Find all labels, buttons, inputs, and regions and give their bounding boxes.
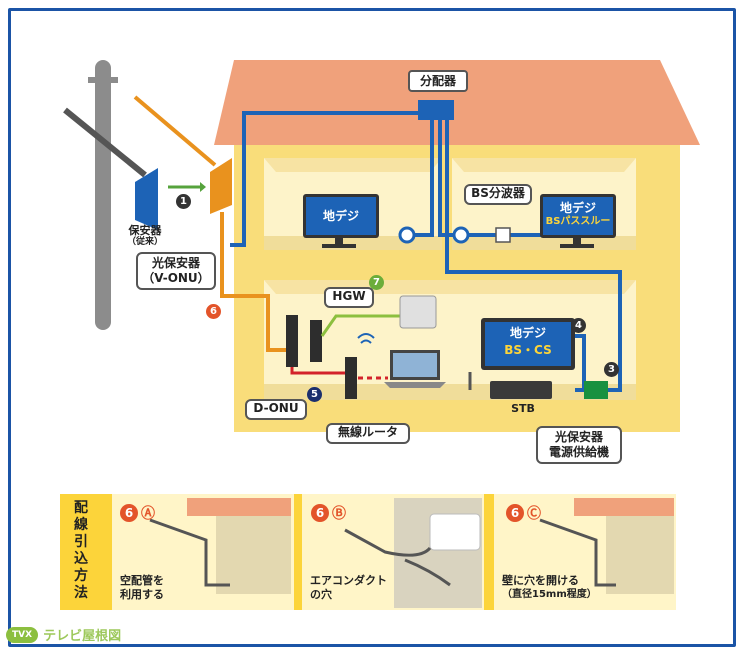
method-c-mark: Ⓒ — [527, 506, 541, 522]
stb-box — [490, 381, 552, 399]
splitter-label: 分配器 — [408, 70, 468, 92]
old-cable — [63, 107, 147, 178]
fiber-drop — [133, 95, 217, 167]
old-protector-sublabel: （従来） — [126, 237, 163, 247]
wall-jack-1 — [398, 226, 416, 244]
coax-main — [230, 111, 418, 247]
coax-to-bs — [438, 120, 498, 237]
tv-3-label-2: BS・CS — [504, 343, 552, 357]
step-4-badge: 4 — [571, 318, 586, 333]
method-a-line2: 利用する — [120, 588, 164, 601]
method-c-line1: 壁に穴を開ける — [502, 574, 579, 587]
power-label-line2: 電源供給機 — [548, 445, 609, 459]
logo-badge: TVX — [6, 626, 39, 643]
power-supply-callout: 光保安器 電源供給機 — [536, 426, 622, 464]
tv-1-label: 地デジ — [322, 209, 359, 223]
method-a-mark: Ⓐ — [141, 506, 155, 522]
old-protector-label: 保安器 — [128, 224, 162, 237]
fiber-indoor — [220, 212, 286, 352]
laptop-screen — [393, 353, 437, 377]
conduit-path — [149, 518, 230, 587]
donu-label: D-ONU — [245, 399, 307, 420]
onu-protector — [210, 158, 232, 214]
phone-device — [399, 295, 437, 329]
step-3-badge: 3 — [604, 362, 619, 377]
method-b-line2: の穴 — [310, 588, 332, 601]
lan-green — [320, 314, 400, 337]
method-a-num: 6 — [120, 504, 138, 522]
pole-crossarm — [88, 77, 118, 83]
bs-splitter-label: BS分波器 — [464, 184, 532, 205]
utility-pole — [95, 60, 111, 330]
onu-label-line1: 光保安器 — [151, 256, 200, 270]
wifi-icon — [357, 333, 375, 344]
onu-label-line2: （V-ONU） — [142, 271, 210, 285]
tv-2-label-1: 地デジ — [559, 201, 596, 215]
step-5-badge: 5 — [307, 387, 322, 402]
donu-device — [286, 315, 298, 367]
laptop-base — [384, 382, 446, 388]
step-6-badge: 6 — [206, 304, 221, 319]
lan-red — [290, 367, 345, 375]
brand-logo: TVX テレビ屋根図 — [6, 624, 121, 646]
tv-1 — [306, 197, 376, 235]
power-label-line1: 光保安器 — [554, 430, 603, 444]
old-protector — [135, 168, 158, 230]
wall-jack-2 — [452, 226, 470, 244]
method-a-line1: 空配管を — [120, 574, 164, 587]
bs-splitter-box — [495, 227, 511, 243]
step-1-badge: 1 — [176, 194, 191, 209]
method-c-line2: （直径15mm程度） — [502, 589, 597, 600]
step-7-badge: 7 — [369, 275, 384, 290]
method-b-line1: エアコンダクト — [310, 574, 387, 587]
method-b-mark: Ⓑ — [332, 506, 346, 522]
logo-text: テレビ屋根図 — [43, 629, 122, 644]
methods-title: 配線引込方法 — [74, 500, 88, 601]
roof — [214, 60, 700, 145]
hgw-label: HGW — [324, 287, 374, 308]
power-supply-box — [584, 381, 608, 399]
stb-label: STB — [511, 402, 535, 415]
tv-2-label-2: BSパススルー — [545, 216, 611, 227]
hgw-device — [310, 320, 322, 362]
router-label: 無線ルータ — [326, 423, 410, 444]
onu-callout: 光保安器 （V-ONU） — [136, 252, 216, 290]
splitter-box — [418, 100, 454, 120]
tv-3-label-1: 地デジ — [509, 326, 546, 340]
method-c-num: 6 — [506, 504, 524, 522]
tv-3 — [485, 322, 571, 366]
router-device — [345, 357, 357, 399]
tv-2 — [543, 197, 613, 235]
method-b-num: 6 — [311, 504, 329, 522]
